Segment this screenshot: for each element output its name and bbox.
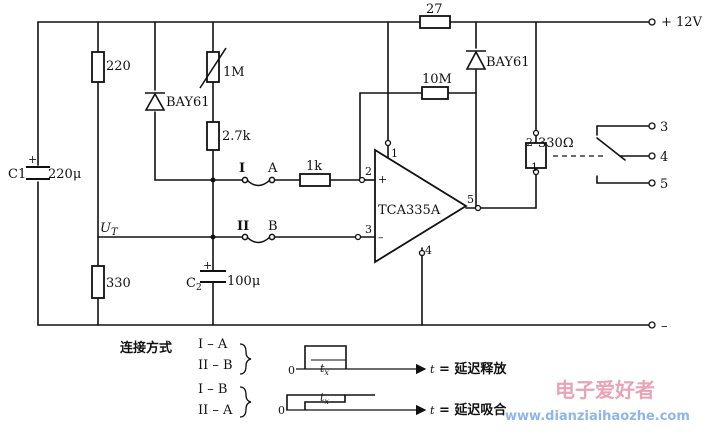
ic-minus-sign: – [378, 231, 384, 244]
r2k7-label: 2.7k [222, 129, 251, 144]
resistor-220 [91, 51, 105, 83]
ic-pin5-label: 5 [467, 193, 474, 206]
resistor-27 [419, 15, 451, 29]
ic-tca335a-body [374, 148, 468, 264]
c1-value-label: 220μ [48, 167, 81, 182]
capacitors [26, 166, 226, 283]
contact-5-terminal[interactable] [648, 179, 656, 187]
contact-4-terminal[interactable] [648, 152, 656, 160]
c2-plus-mark: + [203, 259, 212, 272]
jumper-ii-b-link [246, 236, 271, 244]
ground-terminal[interactable] [648, 321, 656, 329]
jumper-a-dot[interactable] [268, 176, 276, 184]
timing2-eq: = 延迟吸合 [439, 402, 507, 418]
jumper-ii-dot[interactable] [241, 233, 249, 241]
connection-legend: 连接方式 I – A II – B I – B II – A 0 tx t = … [120, 337, 507, 418]
pin-circles [354, 18, 656, 329]
relay-coil [525, 142, 547, 169]
legend-row1-line2: II – B [198, 358, 233, 373]
legend-title: 连接方式 [120, 340, 172, 356]
timing2-zero: 0 [278, 404, 285, 417]
resistor-2k7 [206, 121, 220, 151]
timing2-delayed [304, 394, 375, 410]
legend-row2-line1: I – B [198, 382, 227, 397]
contact-3-label: 3 [660, 120, 668, 135]
jumper-i-label: I [239, 161, 245, 176]
jumper-a-label: A [267, 161, 278, 176]
resistors [91, 15, 547, 299]
ground-label: – [661, 319, 668, 334]
resistor-330 [91, 265, 105, 299]
watermark-url: www.dianziaihaozhe.com [505, 409, 690, 424]
legend-row1-line1: I – A [198, 337, 228, 352]
c2-value-label: 100μ [227, 274, 260, 289]
contact-3-terminal[interactable] [648, 122, 656, 130]
jumper-i-a-link [246, 179, 271, 187]
timing1-t-label: t [430, 363, 435, 376]
r10m-label: 10M [422, 72, 452, 87]
wires [37, 21, 653, 326]
relay-pin2-label: 2 [526, 136, 533, 149]
timing2-trigger [286, 394, 345, 410]
ic-name-label: TCA335A [378, 203, 441, 218]
timing2-t-label: t [430, 404, 435, 417]
c1-plus-mark: + [28, 153, 37, 166]
legend-brace-2 [239, 386, 252, 418]
contact-4-label: 4 [660, 150, 668, 165]
resistor-10m [421, 86, 449, 100]
timing1-zero: 0 [288, 364, 295, 377]
c2-ref-label: C2 [186, 276, 202, 293]
d1-label: BAY61 [166, 95, 210, 110]
ic-pin2-label: 2 [365, 165, 372, 178]
r1k-label: 1k [306, 159, 322, 174]
r220-label: 220 [106, 59, 131, 74]
timing1-eq: = 延迟释放 [439, 361, 507, 377]
ic-pin3-label: 3 [365, 223, 372, 236]
jumper-b-dot[interactable] [268, 233, 276, 241]
timing2-tx-label: tx [320, 391, 329, 406]
timing1-pulse [304, 345, 347, 369]
jumper-i-dot[interactable] [241, 176, 249, 184]
jumpers [241, 176, 276, 244]
relay-value-label: 330Ω [538, 136, 574, 151]
timing1-tx-label: tx [320, 362, 329, 377]
jumper-b-label: B [268, 219, 278, 234]
legend-row2-line2: II – A [198, 403, 233, 418]
junctions [210, 177, 216, 240]
supply-terminal[interactable] [648, 18, 656, 26]
legend-brace-1 [239, 343, 252, 375]
resistor-1k [299, 173, 331, 187]
diode-bay61-right [465, 50, 487, 70]
contact-5-label: 5 [660, 177, 668, 192]
relay-pin1-label: 1 [531, 161, 538, 174]
supply-label: + 12V [661, 15, 703, 30]
diodes [144, 50, 487, 111]
jumper-ii-label: II [237, 219, 249, 234]
ut-label: UT [100, 221, 119, 238]
c1-ref-label: C1 [8, 167, 26, 182]
pot-1m-label: 1M [223, 65, 245, 80]
ic-pin1-label: 1 [391, 147, 398, 160]
r27-label: 27 [426, 2, 443, 17]
d2-label: BAY61 [486, 55, 530, 70]
ic-pin4-label: 4 [425, 244, 432, 257]
ic-plus-sign: + [378, 173, 387, 186]
r330-label: 330 [106, 276, 131, 291]
pot-adjust-arrow [199, 47, 227, 89]
watermark-cn: 电子爱好者 [555, 378, 655, 402]
diode-bay61-left [144, 92, 166, 111]
